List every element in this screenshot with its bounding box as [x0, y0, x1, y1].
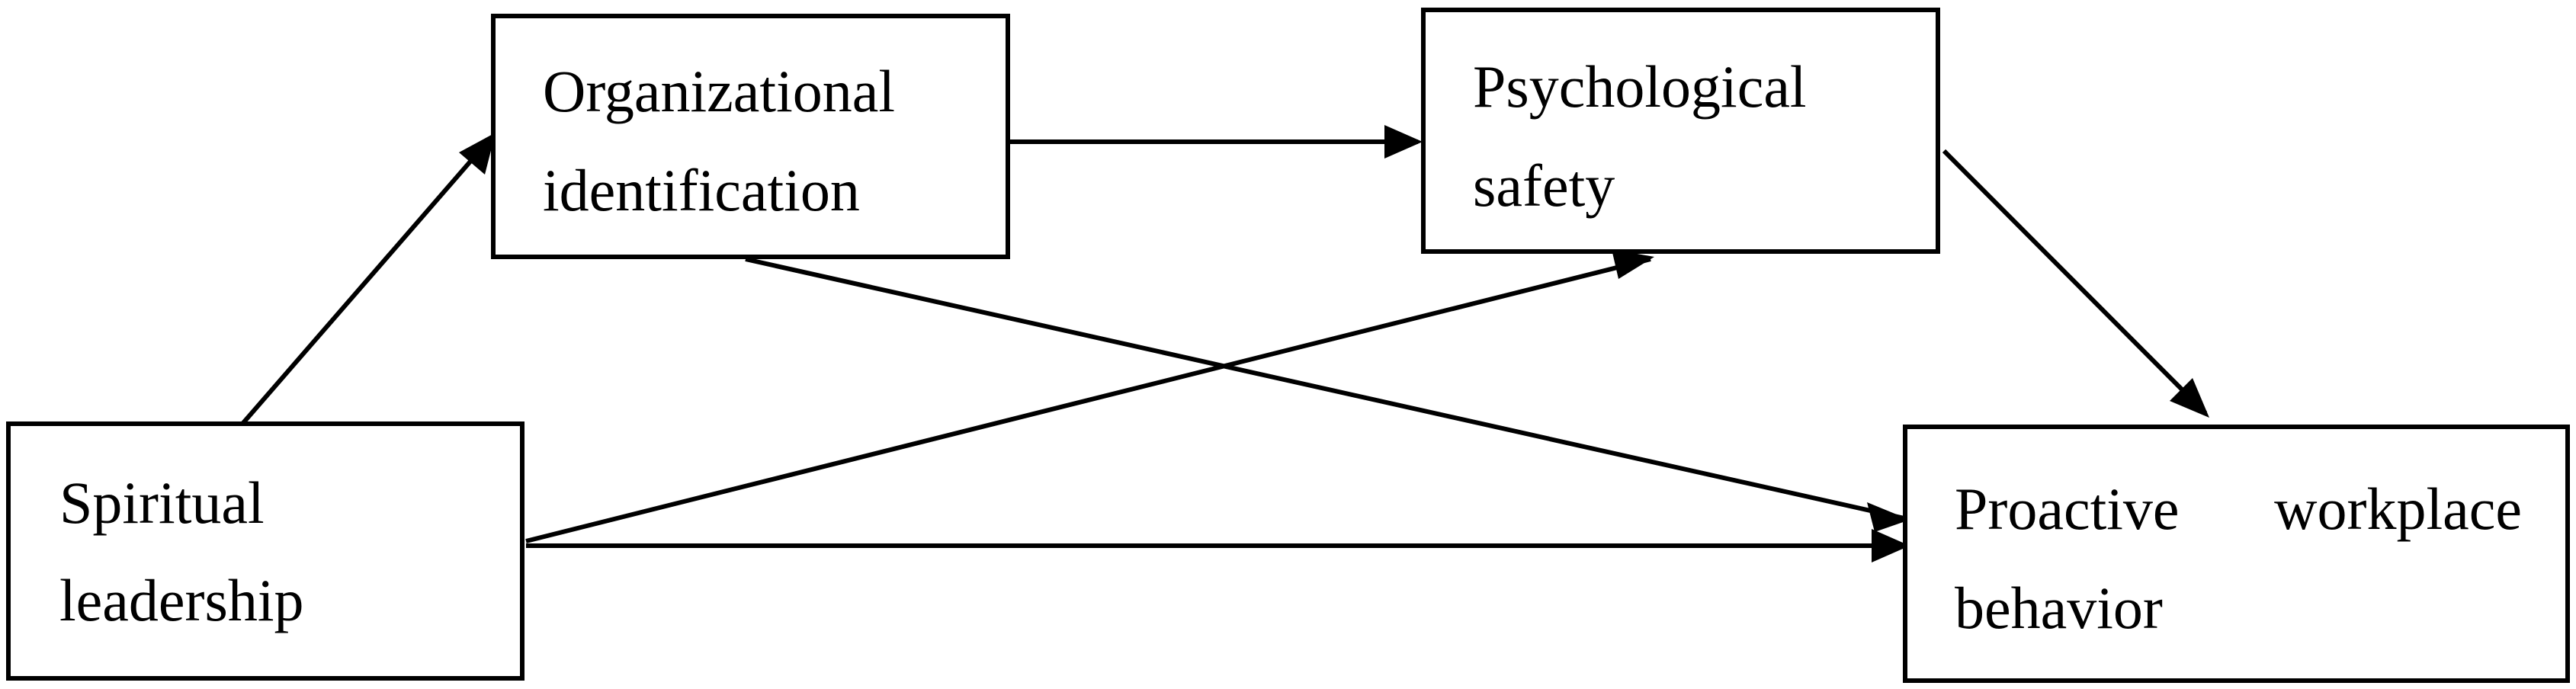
node-proactive-workplace-behavior-label-line2: behavior — [1955, 575, 2163, 641]
arrow-identification-to-proactive — [745, 257, 1905, 521]
arrow-leadership-to-identification — [240, 138, 492, 425]
arrowhead-safety-to-proactive — [2170, 378, 2209, 418]
arrowhead-identification-to-proactive — [1867, 502, 1910, 532]
arrow-safety-to-proactive — [1942, 149, 2208, 415]
arrowhead-leadership-to-identification — [459, 133, 496, 175]
node-psychological-safety — [1421, 8, 1940, 254]
arrowhead-leadership-to-proactive — [1872, 529, 1910, 562]
arrowhead-identification-to-safety — [1384, 125, 1423, 159]
node-proactive-workplace-behavior-label-line1: Proactive workplace — [1955, 460, 2522, 558]
node-spiritual-leadership-label-line1: Spiritual — [59, 469, 265, 536]
node-spiritual-leadership-label-line2: leadership — [59, 567, 304, 633]
arrowhead-leadership-to-safety — [1612, 249, 1654, 279]
node-organizational-identification-label-line1: Organizational — [543, 58, 896, 124]
node-organizational-identification — [491, 14, 1010, 259]
node-proactive-workplace-behavior — [1903, 425, 2570, 683]
node-proactive-workplace-behavior-word-proactive: Proactive — [1955, 476, 2180, 542]
node-organizational-identification-label-line2: identification — [543, 157, 860, 223]
node-psychological-safety-label-line1: Psychological — [1473, 53, 1807, 120]
node-proactive-workplace-behavior-word-workplace: workplace — [2274, 476, 2522, 542]
arrow-leadership-to-safety — [525, 257, 1651, 543]
node-spiritual-leadership — [6, 421, 525, 681]
node-psychological-safety-label-line2: safety — [1473, 152, 1615, 219]
